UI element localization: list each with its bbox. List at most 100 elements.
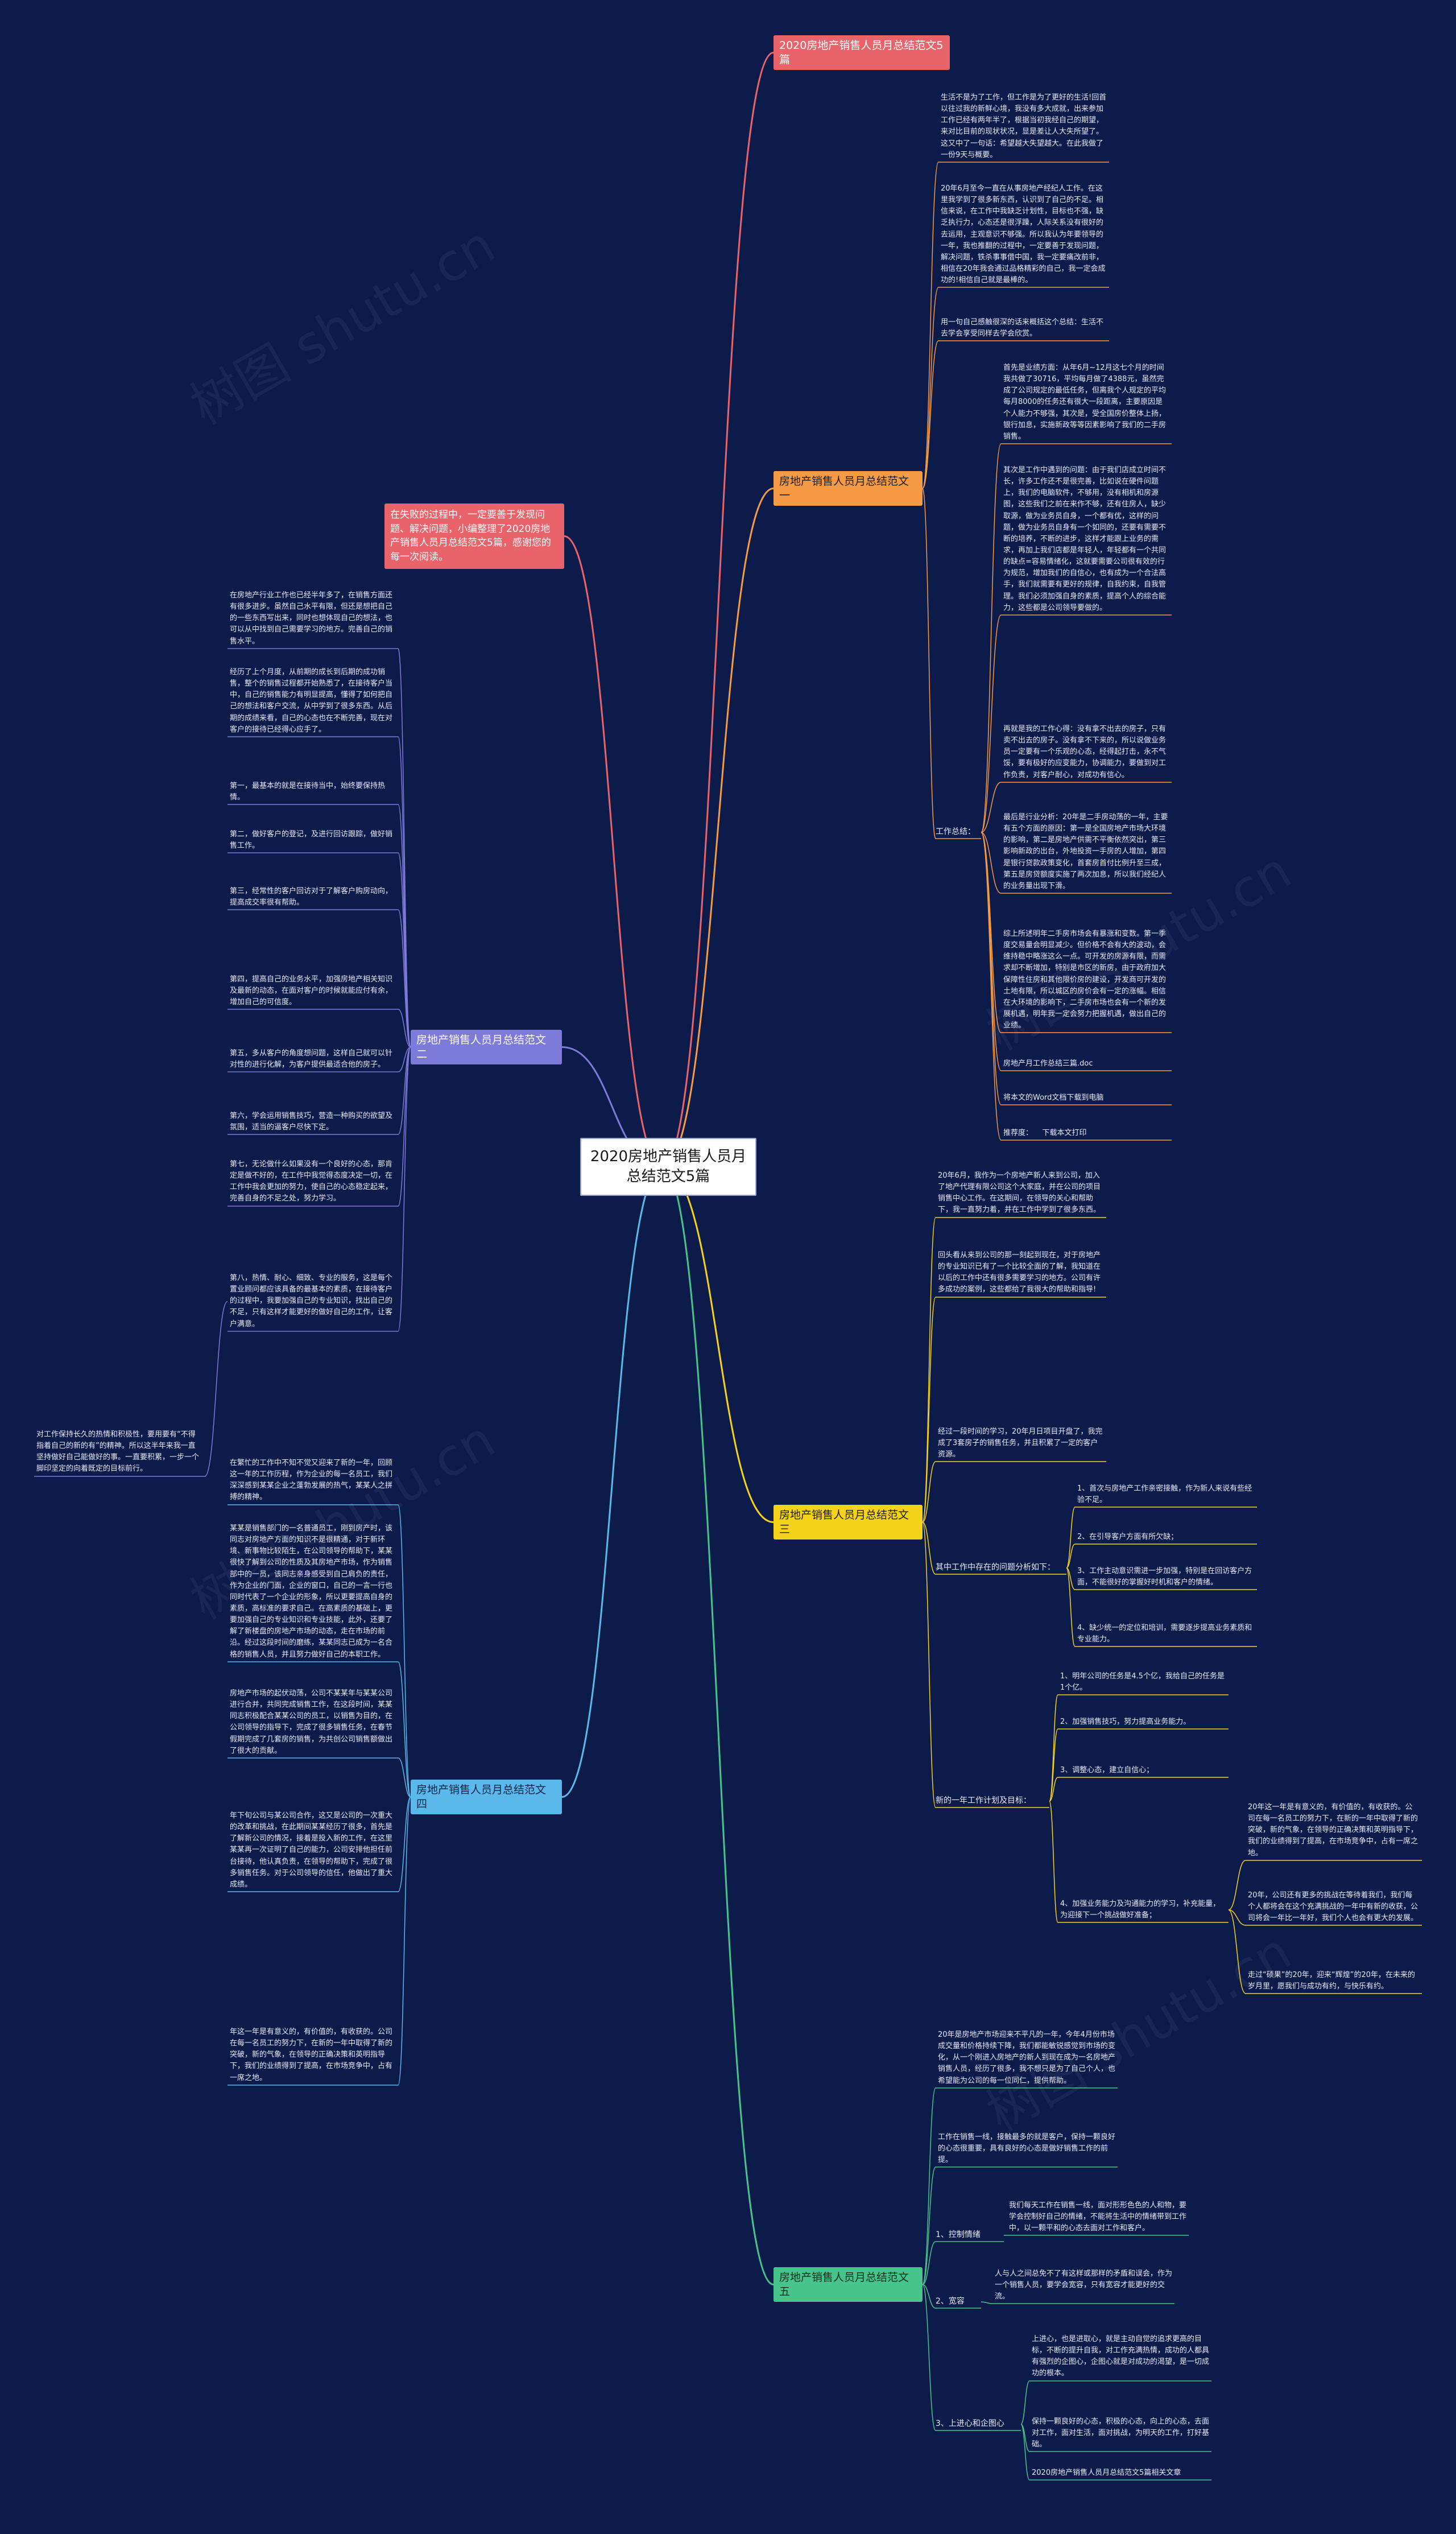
item-label: 1、控制情绪 xyxy=(936,2230,981,2239)
article-2-paragraph: 第三，经常性的客户回访对于了解客户购房动向，提高成交率很有帮助。 xyxy=(230,887,393,907)
plan-item: 4、加强业务能力及沟通能力的学习，补充能量，为迎接下一个挑战做好准备； xyxy=(1060,1900,1221,1920)
connector-line xyxy=(981,832,1002,1071)
connector-line xyxy=(922,1461,936,1523)
plan-item: 3、调整心态，建立自信心； xyxy=(1060,1766,1154,1774)
connector-line xyxy=(922,1521,936,1575)
connector-line xyxy=(398,1046,411,1332)
article-2-paragraph: 第五，多从客户的角度想问题，这样自己就可以针对性的进行化解，为客户提供最适合他的… xyxy=(230,1049,393,1070)
connector-line xyxy=(1049,1728,1058,1802)
article-2-paragraph: 第四，提高自己的业务水平，加强房地产相关知识及最新的动态，在面对客户的时候就能应… xyxy=(230,975,393,1007)
connector-line xyxy=(981,614,1002,833)
related-articles-link[interactable]: 2020房地产销售人员月总结范文5篇相关文章 xyxy=(1032,2469,1181,2477)
article-3-paragraph: 回头看从来到公司的那一刻起到现在，对于房地产的专业知识已有了一个比较全面的了解，… xyxy=(938,1251,1101,1294)
branch-article-1[interactable]: 房地产销售人员月总结范文一 xyxy=(774,471,923,506)
connector-line xyxy=(1049,1694,1058,1802)
connector-line xyxy=(981,782,1002,833)
article-4-paragraph: 年这一年是有意义的，有价值的，有收获的。公司在每一名员工的努力下，在新的一年中取… xyxy=(230,2028,393,2082)
article-2-side-note: 对工作保持长久的热情和积极性，要用要有“不得指着自己的新的有”的精神。所以这半年… xyxy=(36,1430,200,1474)
branch-title-5[interactable]: 2020房地产销售人员月总结范文5篇 xyxy=(774,35,950,71)
plan-item: 2、加强销售技巧，努力提高业务能力。 xyxy=(1060,1718,1191,1726)
connector-line xyxy=(922,2284,936,2431)
article-5-paragraph: 工作在销售一线，接触最多的就是客户，保持一颗良好的心态很重要，具有良好的心态是做… xyxy=(938,2133,1116,2165)
connector-line xyxy=(398,1009,411,1048)
article-2-paragraph: 第二，做好客户的登记，及进行回访跟踪，做好销售工作。 xyxy=(230,830,393,851)
article-2-paragraph: 第一，最基本的就是在接待当中，始终要保持热情。 xyxy=(230,782,386,802)
article-2-paragraph: 第八，热情、耐心、细致、专业的服务，这是每个置业顾问都应该具备的最基本的素质，在… xyxy=(230,1274,393,1328)
article-4-paragraph: 某某是销售部门的一名普通员工，刚到房产时，该同志对房地产方面的知识不是很精通，对… xyxy=(230,1524,393,1659)
download-word-link[interactable]: 将本文的Word文档下载到电脑 xyxy=(1003,1093,1104,1102)
connector-line xyxy=(922,488,936,839)
article-4-paragraph: 在繁忙的工作中不知不觉又迎来了新的一年，回顾这一年的工作历程，作为企业的每一名员… xyxy=(230,1459,393,1502)
connector-line xyxy=(662,52,774,1168)
plan-detail: 走过“硕果”的20年，迎来“辉煌”的20年，在未来的岁月里，愿我们与成功有约，与… xyxy=(1248,1971,1416,1991)
connector-line xyxy=(922,2166,936,2285)
intro-note[interactable]: 在失败的过程中，一定要善于发现问题、解决问题，小编整理了2020房地产销售人员月… xyxy=(384,504,564,569)
recommendation-row[interactable]: 推荐度： 下载本文打印 xyxy=(1003,1129,1087,1137)
plan-item: 1、明年公司的任务是4.5个亿，我给自己的任务是1个亿。 xyxy=(1060,1672,1225,1693)
connector-line xyxy=(398,1796,411,1892)
plan-detail: 20年，公司还有更多的挑战在等待着我们，我们每个人都将会在这个充满挑战的一年中有… xyxy=(1248,1891,1418,1923)
article-1-paragraph: 用一句自己感触很深的话来概括这个总结：生活不去学会享受同样去学会欣赏。 xyxy=(941,318,1104,339)
connector-line xyxy=(922,2241,936,2285)
connector-line xyxy=(561,1166,663,1798)
connector-line xyxy=(662,1166,774,1523)
connector-line xyxy=(398,1757,411,1798)
connector-line xyxy=(1228,1860,1246,1910)
article-1-paragraph: 最后是行业分析：20年是二手房动荡的一年，主要有五个方面的原因：第一是全国房地产… xyxy=(1003,813,1168,890)
connector-line xyxy=(922,340,939,489)
item-label: 3、上进心和企图心 xyxy=(936,2419,1004,2428)
problem-item: 3、工作主动意识需进一步加强，特别是在回访客户方面，不能很好的掌握好时机和客户的… xyxy=(1077,1567,1252,1587)
article-1-paragraph: 再就是我的工作心得：没有拿不出去的房子，只有卖不出去的房子。没有拿不下来的，所以… xyxy=(1003,725,1167,779)
branch-article-2[interactable]: 房地产销售人员月总结范文二 xyxy=(411,1030,562,1065)
connector-line xyxy=(1228,1909,1246,1994)
problem-item: 1、首次与房地产工作亲密接触，作为新人来说有些经验不足。 xyxy=(1077,1484,1252,1505)
connector-line xyxy=(662,1166,774,2285)
item-text: 上进心，也是进取心，就是主动自觉的追求更高的目标，不断的提升自我，对工作充满热情… xyxy=(1032,2335,1210,2378)
connector-line xyxy=(398,1046,411,1072)
connector-line xyxy=(1049,1777,1058,1802)
work-summary-label: 工作总结： xyxy=(936,827,975,836)
article-1-paragraph: 其次是工作中遇到的问题：由于我们店成立时间不长，许多工作还不是很完善，比如说在硬… xyxy=(1003,466,1167,612)
branch-article-5[interactable]: 房地产销售人员月总结范文五 xyxy=(774,2267,923,2302)
item-text: 我们每天工作在销售一线，面对形形色色的人和物，要学会控制好自己的情绪，不能将生活… xyxy=(1009,2201,1187,2233)
connector-line xyxy=(1020,2424,1030,2481)
connector-line xyxy=(398,1046,411,1135)
connector-line xyxy=(398,1504,411,1798)
article-2-paragraph: 在房地产行业工作也已经半年多了，在销售方面还有很多进步。虽然自己水平有限，但还是… xyxy=(230,591,393,646)
connector-line xyxy=(398,1796,411,2086)
connector-line xyxy=(1066,1567,1076,1647)
connector-line xyxy=(662,488,774,1168)
connector-line xyxy=(1049,1801,1058,1923)
plan-label: 新的一年工作计划及目标： xyxy=(936,1796,1031,1805)
connector-line xyxy=(398,909,411,1048)
article-3-paragraph: 20年6月，我作为一个房地产新人来到公司，加入了地产代理有限公司这个大家庭，并在… xyxy=(938,1171,1101,1215)
root-topic[interactable]: 2020房地产销售人员月总结范文5篇 xyxy=(580,1138,756,1196)
connector-line xyxy=(922,162,939,489)
item-label: 2、宽容 xyxy=(936,2297,965,2306)
branch-article-4[interactable]: 房地产销售人员月总结范文四 xyxy=(411,1780,562,1815)
connector-line xyxy=(398,736,411,1048)
download-doc-link[interactable]: 房地产月工作总结三篇.doc xyxy=(1003,1059,1093,1068)
item-subtext: 保持一颗良好的心态，积极的心态，向上的心态，去面对工作，面对生活，面对挑战，为明… xyxy=(1032,2417,1210,2449)
connector-line xyxy=(204,1301,228,1477)
article-1-paragraph: 20年6月至今一直在从事房地产经纪人工作。在这里我学到了很多新东西，认识到了自己… xyxy=(941,184,1106,285)
article-3-paragraph: 经过一段时间的学习，20年月日项目开盘了，我完成了3套房子的销售任务，并且积累了… xyxy=(938,1427,1103,1459)
connector-line xyxy=(922,287,939,489)
problem-item: 2、在引导客户方面有所欠缺； xyxy=(1077,1533,1178,1541)
connector-line xyxy=(398,1046,411,1207)
connector-line xyxy=(981,832,1002,894)
article-1-paragraph: 综上所述明年二手房市场会有暴涨和变数。第一季度交易量会明显减少。但价格不会有大的… xyxy=(1003,930,1167,1030)
article-2-paragraph: 第六，学会运用销售技巧，营造一种购买的欲望及氛围，适当的逼客户尽快下定。 xyxy=(230,1112,393,1132)
branch-article-3[interactable]: 房地产销售人员月总结范文三 xyxy=(774,1505,923,1540)
connector-line xyxy=(922,1297,936,1523)
connector-line xyxy=(398,1661,411,1798)
article-1-paragraph: 首先是业绩方面：从年6月~12月这七个月的时间我共做了30716，平均每月做了4… xyxy=(1003,364,1167,441)
connector-line xyxy=(922,1521,936,1808)
connector-line xyxy=(981,832,1002,1141)
connector-line xyxy=(922,2087,936,2285)
item-text: 人与人之间总免不了有这样或那样的矛盾和误会，作为一个销售人员，要学会宽容，只有宽… xyxy=(995,2269,1173,2301)
article-1-paragraph: 生活不是为了工作，但工作是为了更好的生活!回首以往过我的新鲜心境，我没有多大成就… xyxy=(941,93,1107,159)
connector-line xyxy=(398,852,411,1048)
